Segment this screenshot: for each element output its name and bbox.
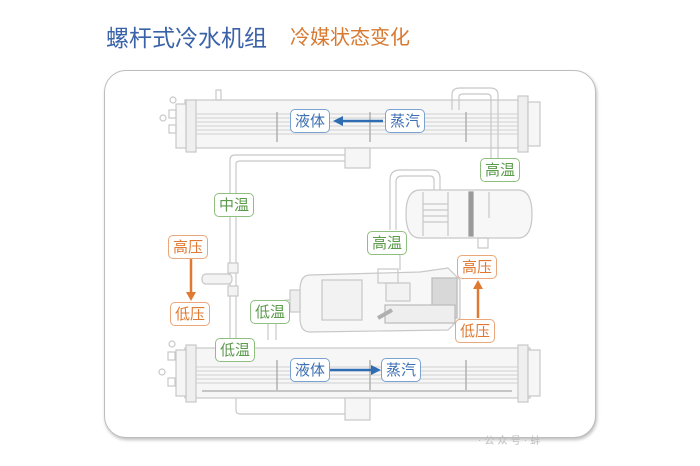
pressure-label-expansion-before: 高压	[168, 235, 209, 259]
arrow-down-icon	[186, 292, 196, 301]
pressure-label-compressor-before: 低压	[455, 319, 496, 343]
sensor-icon	[167, 351, 176, 361]
thermometer-icon	[169, 96, 177, 104]
condenser-baffles	[276, 112, 467, 142]
condenser-flow-arrow	[333, 116, 383, 126]
pressure-label-expansion-after: 低压	[170, 302, 211, 326]
evaporator-return-pipe	[235, 398, 345, 415]
condenser	[159, 89, 541, 153]
screw-rotor	[385, 282, 411, 302]
liquid-line	[229, 154, 345, 340]
discharge-pipe	[451, 87, 499, 160]
oil-cooler	[384, 304, 456, 324]
arrow-up-icon	[473, 280, 483, 289]
condenser-liquid-label: 液体	[290, 109, 331, 133]
diagram-subtitle: 冷媒状态变化	[290, 25, 410, 49]
compressor-motor	[321, 279, 363, 321]
evaporator-flow-arrow	[330, 365, 381, 375]
sensor-icon	[168, 109, 177, 119]
condenser-sump	[344, 147, 371, 169]
temp-label-separator-inlet: 高温	[367, 231, 408, 255]
thermometer-icon	[158, 368, 166, 376]
expansion-pressure-arrow	[186, 259, 196, 301]
condenser-flange-right	[517, 95, 529, 153]
condenser-shell	[184, 99, 526, 149]
temp-label-condenser-inlet: 高温	[480, 158, 521, 182]
watermark: · 公 众 号 · 蚌	[478, 436, 541, 447]
thermometer-icon	[168, 340, 176, 348]
temp-label-evaporator-inlet: 低温	[215, 338, 256, 362]
sensor-icon	[167, 377, 176, 387]
condenser-tubes	[196, 113, 518, 135]
thermometer-icon	[159, 114, 167, 122]
pressure-label-compressor-after: 高压	[457, 255, 498, 279]
arrow-right-icon	[371, 365, 381, 375]
temp-label-liquid-line: 中温	[214, 193, 255, 217]
arrow-left-icon	[333, 116, 343, 126]
valve-icon	[215, 89, 222, 101]
screw-compressor	[289, 267, 461, 333]
evaporator-liquid-label: 液体	[290, 358, 331, 382]
evaporator-vapor-label: 蒸汽	[381, 358, 422, 382]
condenser-vapor-label: 蒸汽	[385, 109, 426, 133]
diagram-title: 螺杆式冷水机组	[106, 26, 267, 52]
sensor-icon	[168, 124, 177, 134]
compression-pressure-arrow	[473, 280, 483, 318]
oil-separator	[405, 189, 533, 249]
temp-label-compressor-suction: 低温	[250, 300, 291, 324]
separator-inlet-pipe	[389, 169, 441, 230]
expansion-valve	[201, 262, 239, 297]
evaporator-baffles	[276, 360, 467, 390]
condenser-flange-left	[185, 99, 197, 153]
